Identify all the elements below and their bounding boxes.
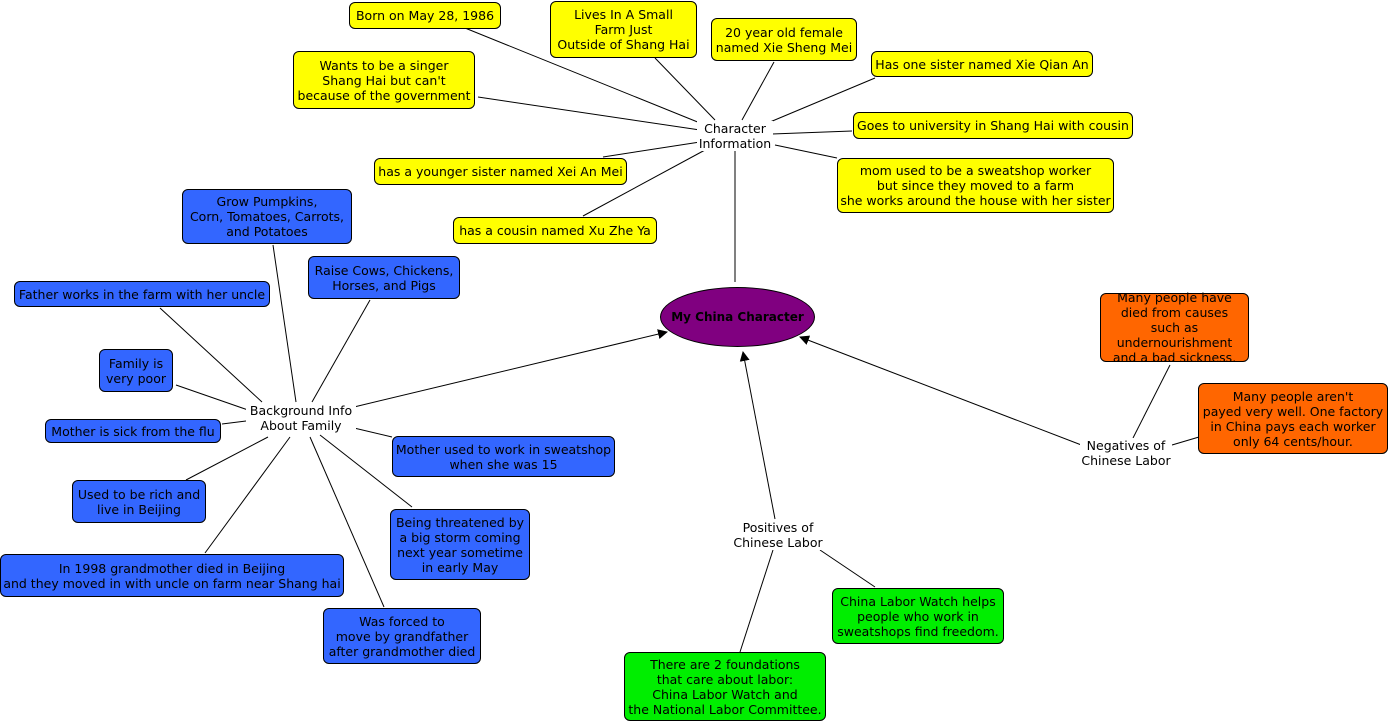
died-causes-node[interactable]: Many people have died from causes such a…	[1100, 290, 1249, 365]
negatives-hub[interactable]: Negatives of Chinese Labor	[1080, 438, 1172, 468]
central-node[interactable]: My China Character	[660, 287, 815, 347]
storm-node[interactable]: Being threatened by a big storm coming n…	[390, 509, 530, 580]
father-works-node[interactable]: Father works in the farm with her uncle	[14, 281, 270, 307]
family-poor-node[interactable]: Family is very poor	[99, 349, 173, 392]
raise-animals-node[interactable]: Raise Cows, Chickens, Horses, and Pigs	[308, 256, 460, 299]
foundations-node[interactable]: There are 2 foundations that care about …	[624, 652, 826, 721]
sister-node[interactable]: Has one sister named Xie Qian An	[871, 51, 1093, 77]
central-label: My China Character	[671, 310, 804, 324]
cousin-node[interactable]: has a cousin named Xu Zhe Ya	[453, 217, 657, 244]
forced-move-node[interactable]: Was forced to move by grandfather after …	[323, 608, 481, 664]
lives-farm-node[interactable]: Lives In A Small Farm Just Outside of Sh…	[550, 1, 697, 58]
mom-node[interactable]: mom used to be a sweatshop worker but si…	[837, 158, 1114, 213]
low-pay-node[interactable]: Many people aren't payed very well. One …	[1198, 383, 1388, 454]
used-rich-node[interactable]: Used to be rich and live in Beijing	[72, 480, 206, 523]
born-node[interactable]: Born on May 28, 1986	[349, 2, 501, 29]
singer-node[interactable]: Wants to be a singer Shang Hai but can't…	[293, 51, 475, 109]
age-name-node[interactable]: 20 year old female named Xie Sheng Mei	[711, 18, 857, 61]
mother-sick-node[interactable]: Mother is sick from the flu	[45, 419, 221, 443]
university-node[interactable]: Goes to university in Shang Hai with cou…	[853, 112, 1133, 139]
character-info-hub[interactable]: Character Information	[697, 121, 773, 151]
background-info-hub[interactable]: Background Info About Family	[246, 403, 356, 433]
labor-watch-node[interactable]: China Labor Watch helps people who work …	[832, 588, 1004, 644]
positives-hub[interactable]: Positives of Chinese Labor	[732, 520, 824, 550]
mother-sweatshop-node[interactable]: Mother used to work in sweatshop when sh…	[392, 436, 615, 477]
grandmother-died-node[interactable]: In 1998 grandmother died in Beijing and …	[0, 554, 344, 597]
younger-sister-node[interactable]: has a younger sister named Xei An Mei	[374, 158, 627, 185]
grow-crops-node[interactable]: Grow Pumpkins, Corn, Tomatoes, Carrots, …	[182, 189, 352, 244]
